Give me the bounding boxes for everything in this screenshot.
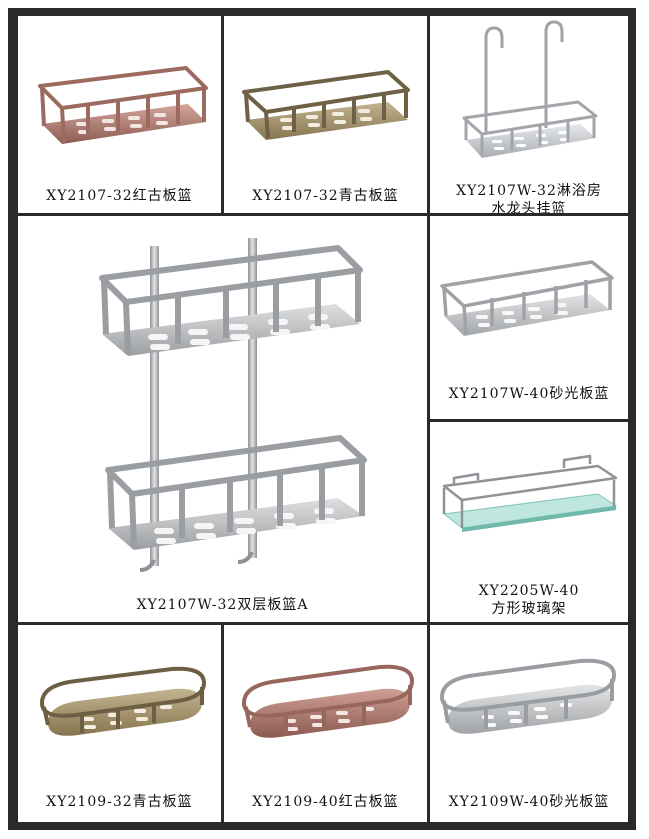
caption-line: XY2107W-40砂光板蓝 bbox=[448, 386, 610, 402]
product-caption: XY2107-32青古板篮 bbox=[224, 187, 427, 205]
basket-image-green-rect bbox=[242, 70, 410, 140]
product-card-xy2205w-40-glass[interactable]: XY2205W-40 方形玻璃架 bbox=[430, 422, 628, 622]
product-caption: XY2107-32红古板篮 bbox=[18, 187, 221, 205]
product-catalog-sheet: XY2107-32红古板篮 XY2107-32青古板篮 bbox=[8, 8, 636, 830]
shelf-image-glass bbox=[442, 454, 618, 532]
basket-image-satin-oval bbox=[439, 658, 617, 734]
product-caption: XY2107W-32淋浴房 水龙头挂篮 bbox=[430, 182, 628, 213]
caption-line: XY2109-32青古板篮 bbox=[46, 794, 193, 810]
caption-line: XY2107W-32双层板篮A bbox=[136, 597, 309, 613]
basket-image-green-oval bbox=[39, 666, 207, 736]
product-card-xy2109w-40-satin[interactable]: XY2109W-40砂光板篮 bbox=[430, 625, 628, 822]
caption-line: XY2107W-32淋浴房 bbox=[456, 183, 602, 199]
product-caption: XY2107W-32双层板篮A bbox=[18, 596, 427, 614]
product-card-xy2109-32-green[interactable]: XY2109-32青古板篮 bbox=[18, 625, 221, 822]
product-caption: XY2107W-40砂光板蓝 bbox=[430, 385, 628, 403]
caption-line: 水龙头挂篮 bbox=[491, 201, 567, 213]
caption-line: XY2107-32青古板篮 bbox=[252, 188, 399, 204]
basket-image-red-oval bbox=[241, 664, 415, 738]
product-card-xy2107w-40-satin[interactable]: XY2107W-40砂光板蓝 bbox=[430, 216, 628, 419]
caption-line: 方形玻璃架 bbox=[491, 601, 567, 617]
product-card-xy2107w-32-hanging[interactable]: XY2107W-32淋浴房 水龙头挂篮 bbox=[430, 16, 628, 213]
caption-line: XY2107-32红古板篮 bbox=[46, 188, 193, 204]
basket-image-red-rect bbox=[38, 66, 208, 144]
basket-image-hanging bbox=[462, 20, 598, 158]
caption-line: XY2109-40红古板篮 bbox=[252, 794, 399, 810]
product-card-xy2107w-32-double[interactable]: XY2107W-32双层板篮A bbox=[18, 216, 427, 622]
product-caption: XY2109-40红古板篮 bbox=[224, 793, 427, 811]
basket-image-double-layer bbox=[99, 238, 367, 572]
product-caption: XY2205W-40 方形玻璃架 bbox=[430, 582, 628, 618]
basket-image-satin-rect bbox=[440, 260, 614, 336]
product-caption: XY2109-32青古板篮 bbox=[18, 793, 221, 811]
caption-line: XY2205W-40 bbox=[478, 583, 580, 599]
caption-line: XY2109W-40砂光板篮 bbox=[448, 794, 610, 810]
product-card-xy2107-32-green[interactable]: XY2107-32青古板篮 bbox=[224, 16, 427, 213]
product-card-xy2107-32-red[interactable]: XY2107-32红古板篮 bbox=[18, 16, 221, 213]
product-card-xy2109-40-red[interactable]: XY2109-40红古板篮 bbox=[224, 625, 427, 822]
product-caption: XY2109W-40砂光板篮 bbox=[430, 793, 628, 811]
